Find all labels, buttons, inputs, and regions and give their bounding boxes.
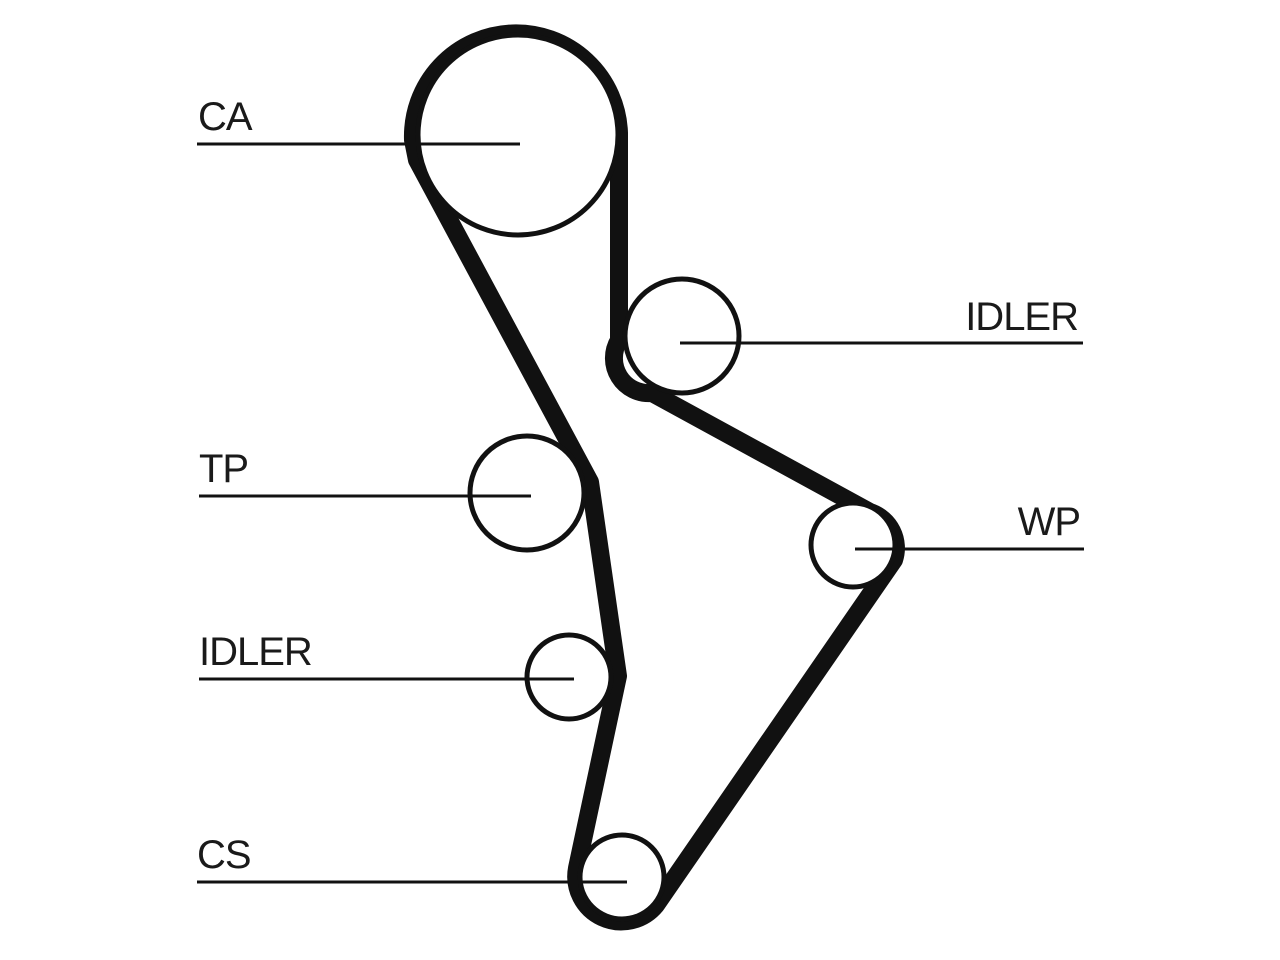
tensioner-label: TP [199, 447, 248, 491]
water-pump-pulley [808, 500, 898, 590]
camshaft-label: CA [198, 95, 253, 139]
upper-idler-label: IDLER [965, 295, 1078, 339]
upper-idler-pulley [622, 276, 742, 396]
crankshaft-pulley [577, 832, 667, 922]
lower-idler-pulley [524, 632, 614, 722]
camshaft-pulley [415, 32, 621, 238]
crankshaft-label: CS [197, 833, 251, 877]
lower-idler-label: IDLER [199, 630, 312, 674]
water-pump-label: WP [1018, 500, 1080, 544]
tensioner-pulley [467, 433, 587, 553]
